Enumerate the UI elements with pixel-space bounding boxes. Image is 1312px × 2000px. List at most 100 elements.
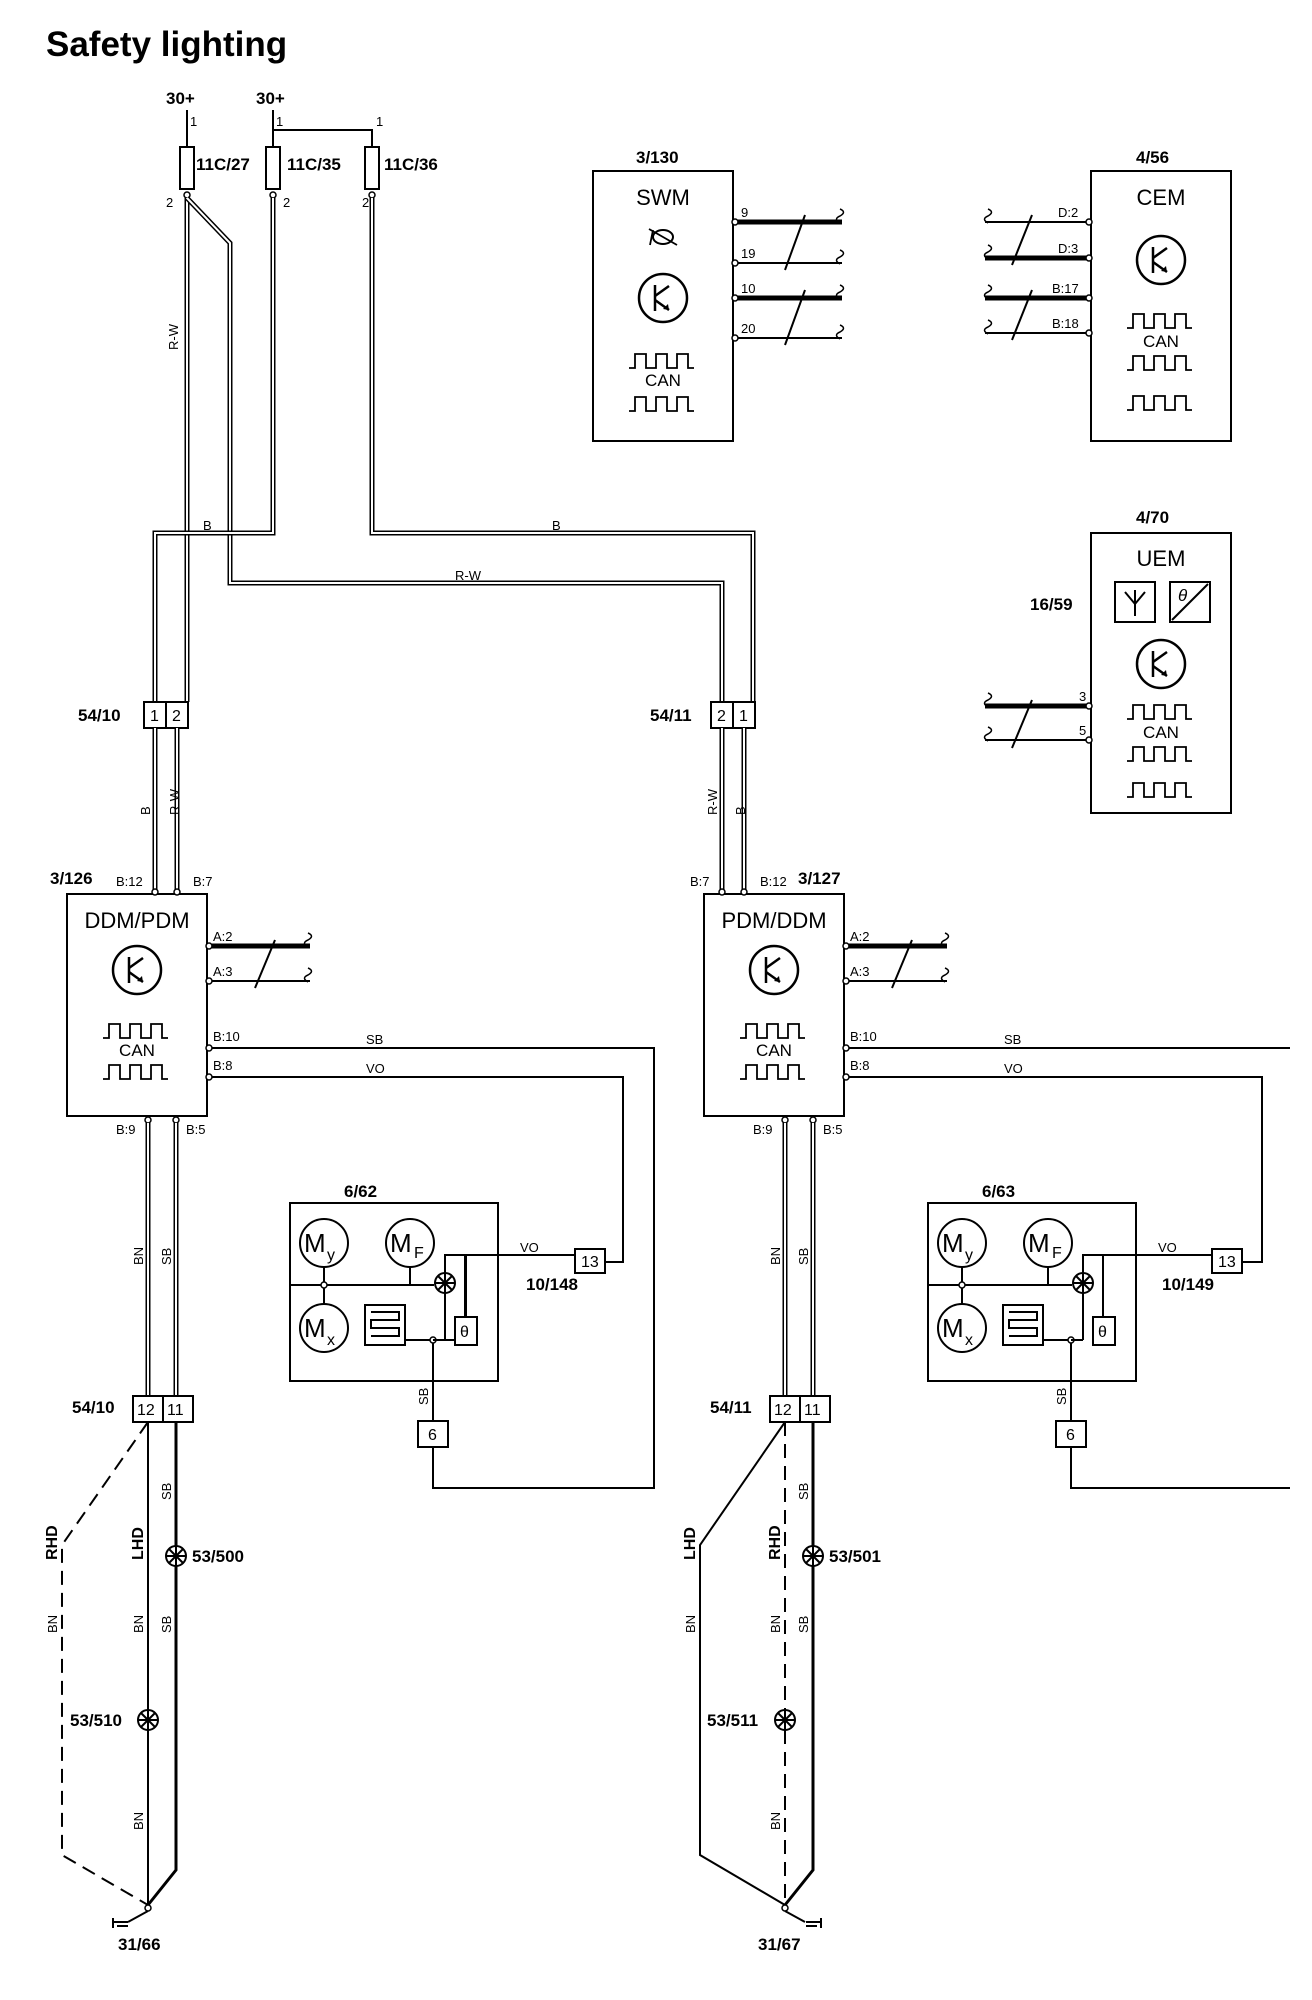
door-right-pin-b12: B:12 — [760, 874, 787, 889]
heater-icon — [1002, 1304, 1044, 1346]
motor-my-label: M — [304, 1228, 326, 1258]
mirror-unit-left: M y M F M x θ — [289, 1202, 590, 1382]
door-left-pin-b12: B:12 — [116, 874, 143, 889]
fuse-pin-out-3: 2 — [362, 195, 369, 210]
cem-id: 4/56 — [1136, 148, 1169, 167]
wire-label-vo-2: VO — [520, 1240, 539, 1255]
clock-spring-icon — [648, 228, 678, 246]
uem-module: UEM θ CAN — [1090, 532, 1232, 814]
uem-pin-5: 5 — [1079, 723, 1086, 738]
connector-pin-12: 12 — [137, 1402, 155, 1419]
connector-10-148-pin-13 — [574, 1248, 606, 1274]
connector-pin-1b: 1 — [739, 708, 748, 725]
swm-module: SWM CAN — [592, 170, 734, 442]
lamp-53-511-label: 53/511 — [707, 1711, 758, 1730]
door-left-pin-b9: B:9 — [116, 1122, 136, 1137]
cem-pins — [983, 208, 1093, 341]
motor-mx-label: M — [304, 1313, 326, 1343]
connector-54-11-bottom-label: 54/11 — [710, 1398, 752, 1417]
swm-id: 3/130 — [636, 148, 679, 167]
ground-icon — [112, 1904, 152, 1928]
uem-name: UEM — [1137, 546, 1186, 571]
door-left-pin-b8: B:8 — [213, 1058, 233, 1073]
ground-31-67-label: 31/67 — [758, 1935, 801, 1954]
supply-label-1: 30+ — [166, 89, 195, 108]
door-right-pin-b8: B:8 — [850, 1058, 870, 1073]
connector-pin-1: 1 — [150, 708, 159, 725]
motor-mf-sub-r: F — [1052, 1245, 1062, 1262]
motor-mx-sub: x — [327, 1332, 335, 1349]
fuse-pin-in-2: 1 — [276, 114, 283, 129]
fuse-pin-in-1: 1 — [190, 114, 197, 129]
fuse-label-2: 11C/35 — [287, 155, 341, 174]
swm-pin-20: 20 — [741, 321, 755, 336]
lamp-icon — [774, 1709, 796, 1731]
fuse-pin-in-3: 1 — [376, 114, 383, 129]
cem-can-label: CAN — [1143, 332, 1179, 351]
cem-pin-d2: D:2 — [1058, 205, 1078, 220]
transistor-icon — [111, 944, 163, 996]
heater-icon — [364, 1304, 406, 1346]
wire-label-sb-9: SB — [796, 1483, 811, 1500]
door-left-pin-a2: A:2 — [213, 929, 233, 944]
ground-icon — [781, 1904, 822, 1928]
lamp-53-501-label: 53/501 — [829, 1547, 881, 1566]
lamp-icon — [137, 1709, 159, 1731]
connector-10-149-pin-13 — [1211, 1248, 1243, 1274]
wire-label-bn-7: BN — [683, 1615, 698, 1633]
wire-label-sb-4: SB — [159, 1483, 174, 1500]
mirror-right-pin-6: 6 — [1066, 1427, 1075, 1444]
connector-mirror-left-pin-6 — [417, 1420, 449, 1448]
connector-54-10-top — [143, 701, 189, 729]
wire-label-b-2: B — [552, 518, 561, 533]
wire-label-bn-4: BN — [131, 1812, 146, 1830]
lamp-icon — [434, 1272, 456, 1294]
connector-54-11-top-label: 54/11 — [650, 706, 692, 725]
ground-31-66-label: 31/66 — [118, 1935, 161, 1954]
door-left-pin-b7: B:7 — [193, 874, 213, 889]
connector-pin-2b: 2 — [717, 708, 726, 725]
wire-label-b-3: B — [138, 806, 153, 815]
door-right-pin-a2: A:2 — [850, 929, 870, 944]
cem-pin-d3: D:3 — [1058, 241, 1078, 256]
mirror-unit-right: M y M F M x θ — [927, 1202, 1228, 1382]
door-left-pin-a3: A:3 — [213, 964, 233, 979]
wire-label-bn-5: BN — [768, 1247, 783, 1265]
mirror-left-lamp-id: 10/148 — [526, 1275, 578, 1294]
mirror-right-id: 6/63 — [982, 1182, 1015, 1201]
fuse-11c-36 — [364, 146, 380, 199]
connector-54-10-top-label: 54/10 — [78, 706, 121, 725]
motor-mx-sub-r: x — [965, 1332, 973, 1349]
drive-lhd-label-right: LHD — [682, 1527, 699, 1560]
wire-label-bn-8: BN — [768, 1812, 783, 1830]
uem-can-label: CAN — [1143, 723, 1179, 742]
motor-mf-sub: F — [414, 1245, 424, 1262]
lamp-icon — [1072, 1272, 1094, 1294]
swm-pin-19: 19 — [741, 246, 755, 261]
wire-label-rw-4: R-W — [705, 788, 720, 815]
motor-mx-label-r: M — [942, 1313, 964, 1343]
lamp-53-500-label: 53/500 — [192, 1547, 244, 1566]
temperature-sensor-icon: θ — [454, 1316, 478, 1346]
wire-label-sb-1: SB — [366, 1032, 383, 1047]
wire-label-sb-3: SB — [416, 1388, 431, 1405]
uem-id: 4/70 — [1136, 508, 1169, 527]
transistor-icon — [1135, 638, 1187, 690]
svg-text:θ: θ — [1178, 586, 1188, 605]
motor-mf-label-r: M — [1028, 1228, 1050, 1258]
wire-label-sb-10: SB — [796, 1616, 811, 1633]
lamp-icon — [802, 1545, 824, 1567]
drive-rhd-label-right: RHD — [767, 1525, 784, 1560]
temperature-sensor-icon: θ — [1092, 1316, 1116, 1346]
swm-name: SWM — [636, 185, 690, 210]
mirror-left-pin-13: 13 — [581, 1254, 599, 1271]
wire-label-rw-2: R-W — [455, 568, 482, 583]
wire-label-sb-5: SB — [159, 1616, 174, 1633]
lamp-53-510-label: 53/510 — [70, 1711, 122, 1730]
door-right-name: PDM/DDM — [721, 908, 826, 933]
fuse-label-1: 11C/27 — [196, 155, 250, 174]
transistor-icon — [1135, 234, 1187, 286]
wire-label-bn-2: BN — [131, 1615, 146, 1633]
drive-rhd-label-left: RHD — [44, 1525, 61, 1560]
